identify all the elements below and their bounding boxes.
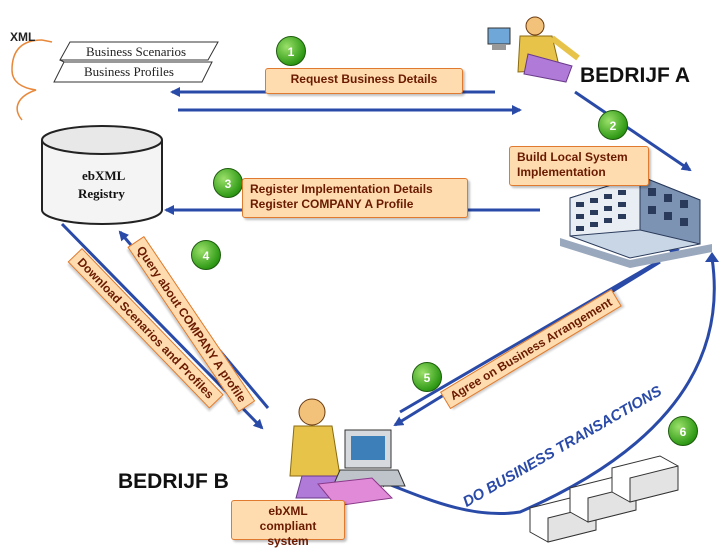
step-1-badge: 1 (276, 36, 306, 66)
registry-title-line1: ebXML (82, 168, 126, 183)
compliant-system-line1: ebXML compliant (259, 504, 317, 533)
company-a-label: BEDRIJF A (580, 64, 691, 87)
compliant-system-line2: system (267, 534, 309, 548)
step-3-label: Register Implementation Details Register… (242, 178, 468, 218)
person-company-b-icon (289, 398, 406, 507)
xml-label: XML (10, 30, 36, 44)
step-3-label-line1: Register Implementation Details (250, 182, 433, 196)
server-boxes-icon (529, 455, 679, 543)
step-5-badge: 5 (412, 362, 442, 392)
document-sheet-scenarios (59, 41, 219, 61)
step-1-label: Request Business Details (265, 68, 463, 94)
arrow-transactions-curve (376, 257, 716, 516)
step-4-badge: 4 (191, 240, 221, 270)
document-sheet-profiles (53, 61, 213, 83)
step-2-label-line2: Implementation (517, 165, 606, 179)
business-scenarios-doc: Business Scenarios (86, 44, 187, 59)
business-profiles-doc: Business Profiles (84, 64, 174, 79)
step-3-label-line2: Register COMPANY A Profile (250, 197, 414, 211)
person-company-a-icon (487, 16, 580, 83)
step-2-badge: 2 (598, 110, 628, 140)
xml-bracket (11, 39, 43, 121)
company-b-label: BEDRIJF B (118, 470, 229, 493)
registry-title-line2: Registry (78, 186, 125, 201)
step-3-badge: 3 (213, 168, 243, 198)
office-building-icon (560, 175, 712, 268)
step-6-badge: 6 (668, 416, 698, 446)
arrow-build-local (574, 90, 692, 172)
compliant-system-label: ebXML compliant system (231, 500, 345, 548)
step-2-label-line1: Build Local System (517, 150, 628, 164)
step-2-label: Build Local System Implementation (509, 146, 649, 186)
registry-cylinder-icon (41, 125, 163, 225)
